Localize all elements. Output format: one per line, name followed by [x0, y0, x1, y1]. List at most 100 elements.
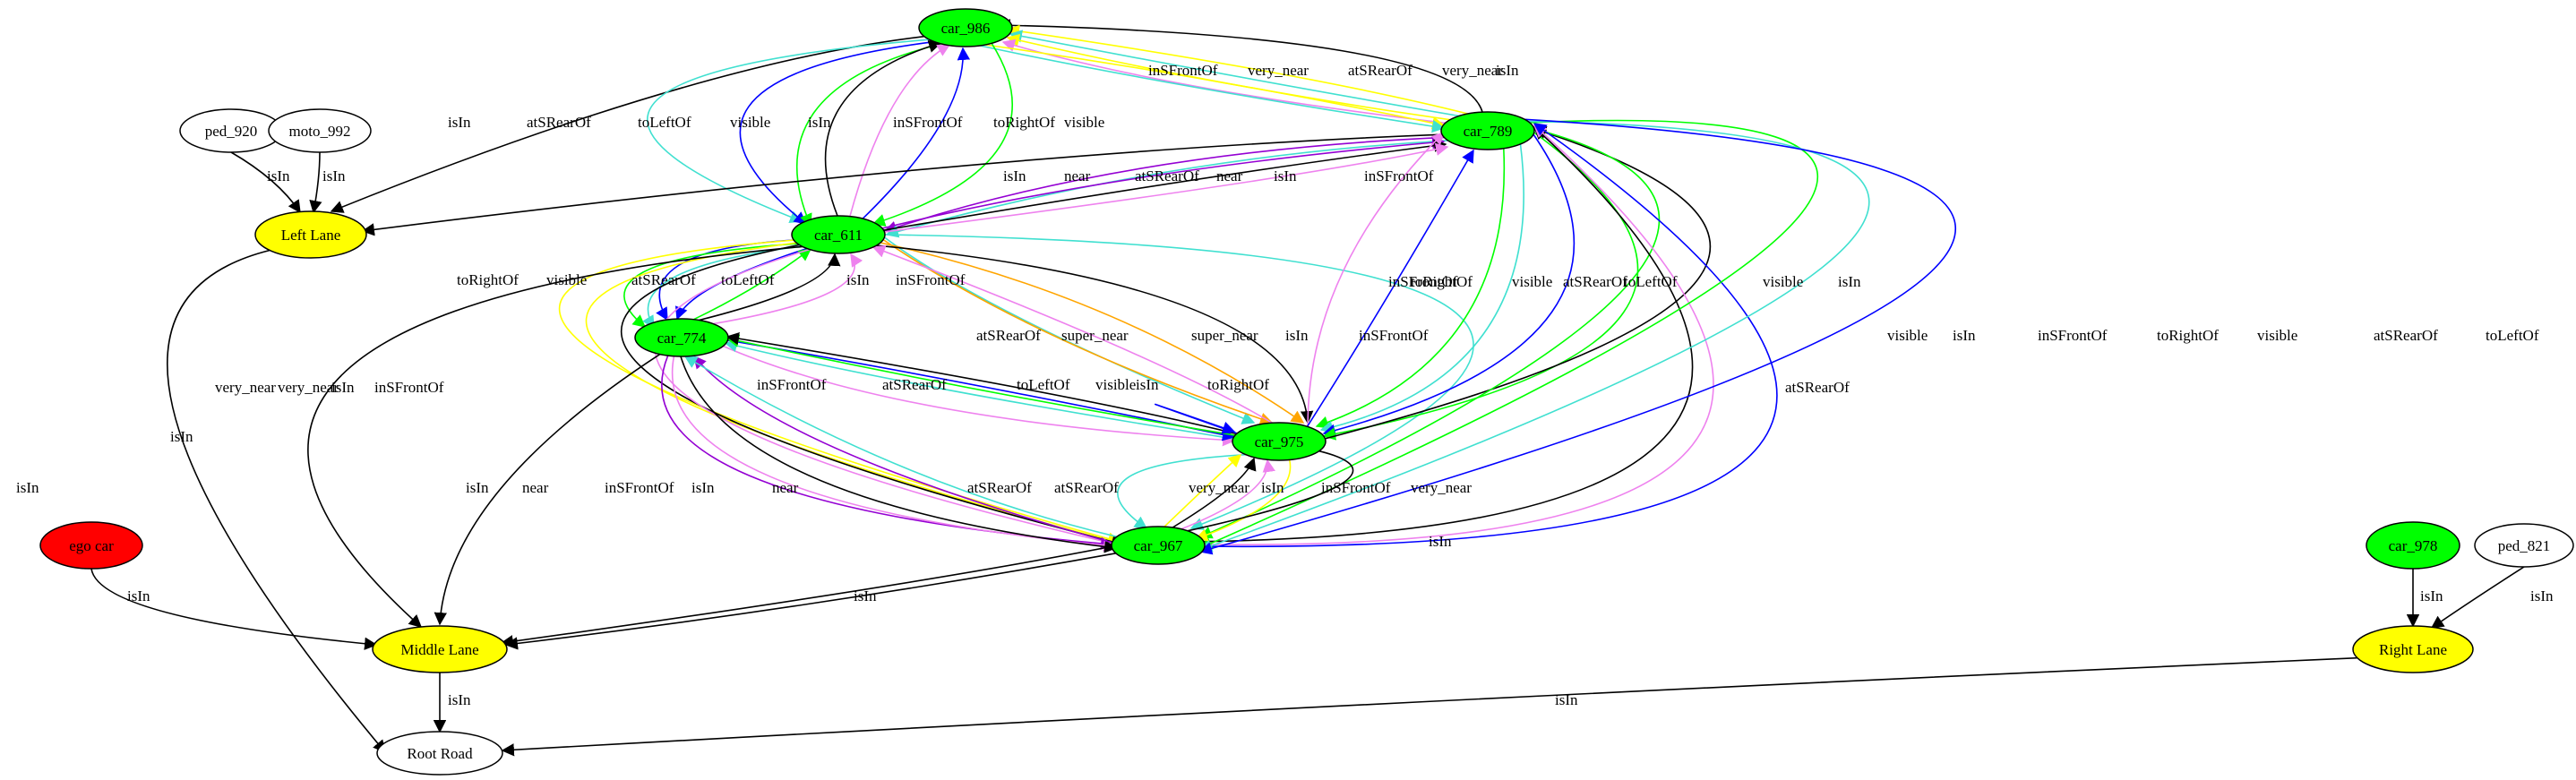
node-label: car_978 — [2389, 537, 2438, 554]
edge-label: isIn — [1555, 691, 1578, 708]
edge-car_611-car_774 — [642, 245, 803, 330]
edge-label: isIn — [1496, 62, 1519, 79]
edge-label: visible — [546, 271, 587, 288]
edge-car_789-car_967 — [1198, 120, 1870, 553]
edge-car_774-car_975 — [723, 345, 1236, 447]
edge-car_789-car_967 — [1198, 119, 1819, 550]
edge-car_975-car_789 — [1307, 131, 1446, 427]
edge-label: toLeftOf — [1624, 273, 1678, 290]
node-label: Right Lane — [2379, 641, 2447, 658]
edge-car_611-car_975 — [876, 244, 1314, 424]
edge-label: very_near — [215, 379, 276, 396]
node-shape — [376, 731, 503, 776]
edge-label: atSRearOf — [631, 271, 696, 288]
edge-label: inSFrontOf — [374, 379, 444, 396]
edge-label: very_near — [1411, 479, 1472, 496]
edge-label: isIn — [1285, 327, 1309, 344]
nodes-layer: car_986car_789car_611car_774car_975car_9… — [39, 8, 2574, 776]
node-shape — [254, 210, 367, 259]
edge-label: toLeftOf — [638, 114, 691, 131]
node-label: car_986 — [941, 20, 991, 37]
edge-car_986-car_611 — [796, 43, 942, 227]
node-left-lane: Left Lane — [254, 210, 367, 259]
edge-label: isIn — [1003, 167, 1026, 184]
edge-car_967-car_975 — [1181, 459, 1275, 530]
edge-car_986-left_lane — [330, 35, 924, 213]
edge-labels-layer: isInvery_nearatSRearOfvery_nearinSFrontO… — [16, 62, 2554, 708]
edge-car_611-car_967 — [654, 248, 1127, 551]
edge-car_986-car_789 — [984, 44, 1446, 130]
edge-car_774-car_611 — [713, 253, 863, 325]
edge-car_967-car_789 — [1204, 123, 1778, 548]
edge-label: isIn — [127, 587, 150, 604]
edge-car_789-car_975 — [1322, 132, 1639, 441]
edge-label: near — [1216, 167, 1243, 184]
node-ped-920: ped_920 — [179, 108, 283, 153]
node-right-lane: Right Lane — [2352, 625, 2474, 673]
node-shape — [2352, 625, 2474, 673]
edge-label: super_near — [1191, 327, 1258, 344]
edge-label: atSRearOf — [1135, 167, 1199, 184]
edge-label: near — [522, 479, 549, 496]
node-shape — [39, 521, 143, 570]
edge-car_975-car_774 — [1154, 403, 1238, 434]
node-car-975: car_975 — [1232, 422, 1327, 461]
edge-label: inSFrontOf — [896, 271, 966, 288]
edge-label: isIn — [1429, 533, 1452, 550]
edge-label: visible — [1763, 273, 1803, 290]
edge-label: isIn — [466, 479, 489, 496]
edge-label: very_near — [1189, 479, 1249, 496]
edge-label: near — [1064, 167, 1091, 184]
edge-label: isIn — [854, 587, 877, 604]
edge-car_611-car_789 — [883, 139, 1447, 231]
edge-label: inSFrontOf — [605, 479, 674, 496]
edge-car_789-car_986 — [997, 19, 1483, 113]
edge-label: inSFrontOf — [1388, 273, 1458, 290]
node-label: car_774 — [657, 330, 707, 347]
edge-car_975-middle_lane — [500, 450, 1354, 648]
node-shape — [791, 215, 886, 254]
edge-car_611-car_967 — [621, 244, 1125, 548]
node-shape — [634, 318, 729, 357]
edge-car_774-car_967 — [671, 356, 1117, 552]
edge-label: isIn — [1261, 479, 1284, 496]
edge-label: isIn — [448, 691, 471, 708]
node-label: ego car — [69, 537, 114, 554]
edge-label: isIn — [448, 114, 471, 131]
edge-label: atSRearOf — [1054, 479, 1119, 496]
edge-car_986-car_789 — [980, 45, 1446, 133]
edge-label: atSRearOf — [1563, 273, 1627, 290]
edge-car_986-car_611 — [739, 40, 935, 225]
node-car-978: car_978 — [2366, 521, 2460, 570]
node-car-967: car_967 — [1111, 526, 1206, 565]
edge-car_967-car_789 — [1204, 124, 1714, 545]
node-car-986: car_986 — [918, 8, 1013, 47]
edge-car_986-car_611 — [872, 42, 1013, 227]
edge-car_611-car_986 — [849, 44, 951, 217]
edge-car_789-car_967 — [1198, 128, 1661, 539]
edge-car_611-car_967 — [585, 242, 1123, 547]
edge-car_789-car_975 — [1322, 133, 1576, 437]
edge-car_789-car_975 — [1319, 143, 1524, 434]
edge-car_611-car_967 — [559, 239, 1121, 545]
edge-label: very_near — [1442, 62, 1503, 79]
node-car-774: car_774 — [634, 318, 729, 357]
node-car-789: car_789 — [1440, 111, 1535, 150]
edge-label: isIn — [1136, 376, 1159, 393]
node-shape — [1111, 526, 1206, 565]
node-label: Left Lane — [281, 227, 341, 244]
edge-car_611-car_975 — [884, 236, 1256, 424]
edge-left_lane-root_road — [167, 249, 386, 754]
node-middle-lane: Middle Lane — [372, 625, 508, 673]
edge-car_975-car_967 — [1194, 459, 1292, 542]
node-moto-992: moto_992 — [268, 108, 372, 153]
edge-car_611-car_789 — [884, 142, 1449, 233]
edge-moto_992-left_lane — [309, 151, 322, 214]
edge-label: isIn — [846, 271, 870, 288]
edge-label: visible — [1064, 114, 1104, 131]
edge-car_774-middle_lane — [434, 353, 661, 626]
node-label: moto_992 — [289, 123, 351, 140]
edge-car_789-car_986 — [1006, 24, 1468, 115]
edge-car_789-car_611 — [885, 140, 1448, 238]
